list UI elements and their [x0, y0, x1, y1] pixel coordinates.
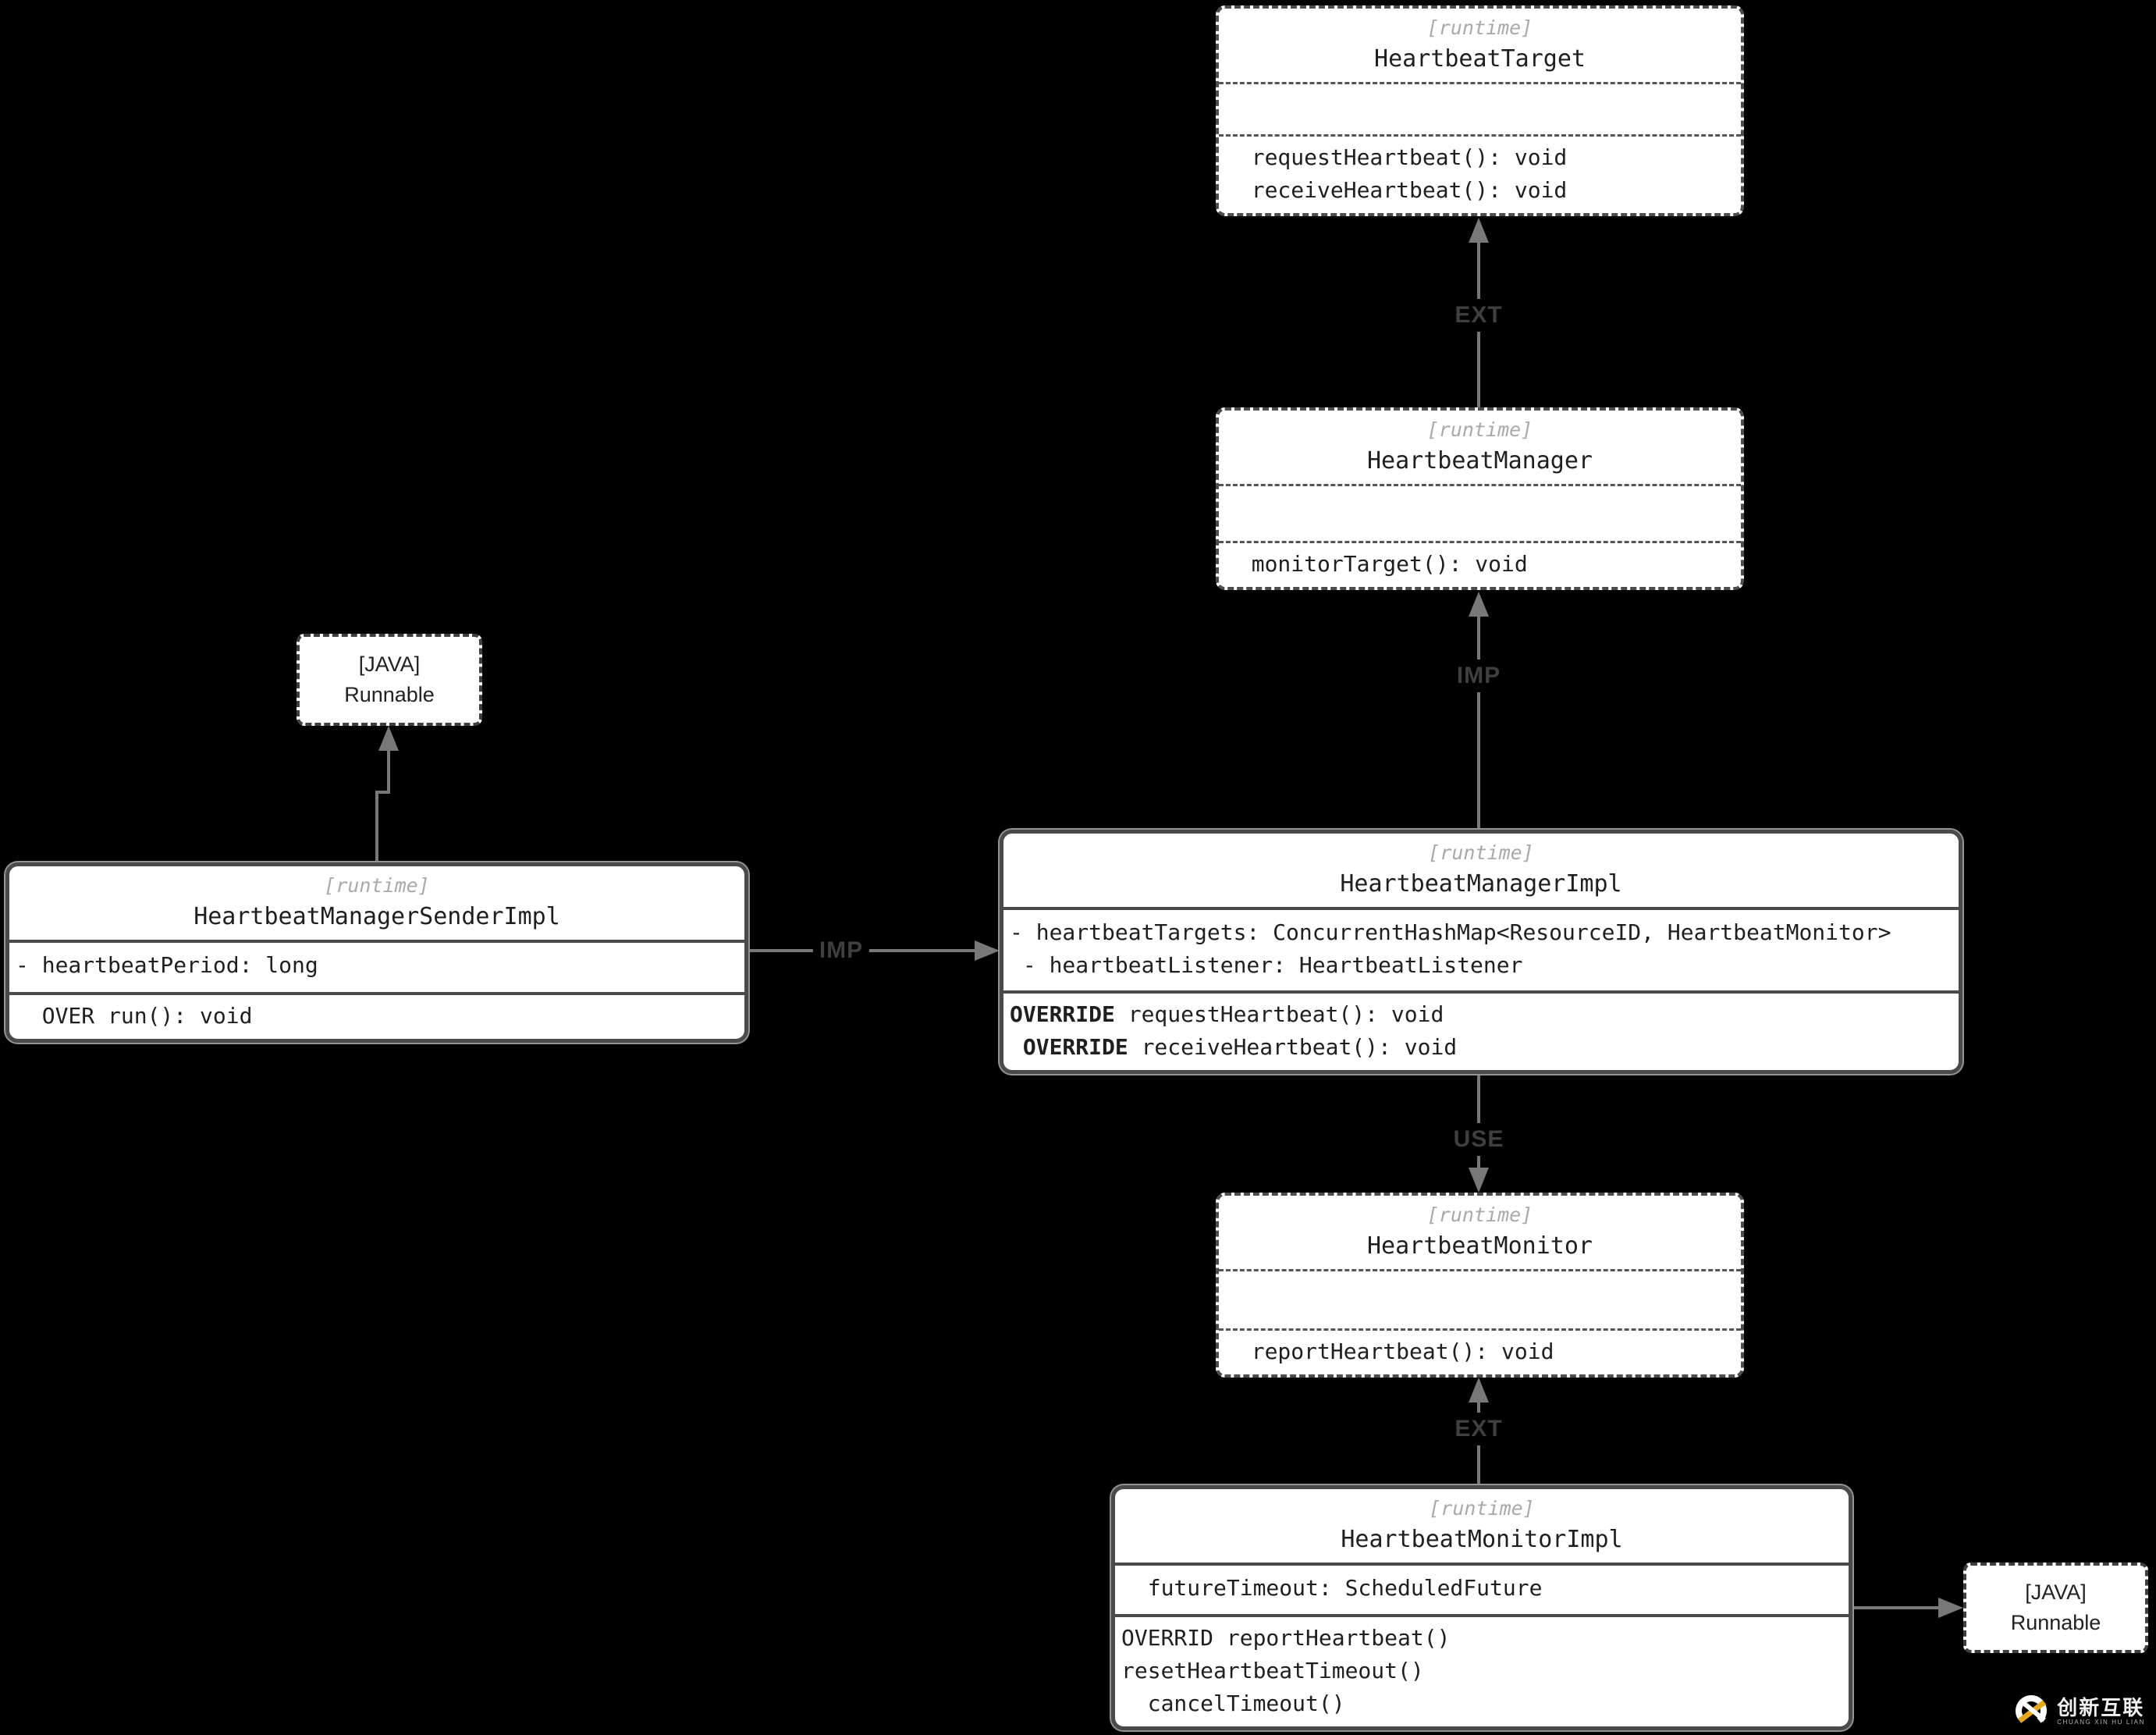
member-row: monitorTarget(): void — [1225, 551, 1528, 577]
member-row: cancelTimeout() — [1121, 1691, 1345, 1716]
java-box-runnable-bottom: [JAVA] Runnable — [1963, 1563, 2148, 1653]
java-box-line: [JAVA] — [358, 652, 421, 676]
class-box-heartbeat-manager-impl: [runtime] HeartbeatManagerImpl - heartbe… — [1000, 830, 1962, 1074]
java-box-line: [JAVA] — [2025, 1580, 2087, 1604]
class-stereotype: [runtime] — [1426, 16, 1533, 39]
class-methods-section: requestHeartbeat(): void receiveHeartbea… — [1219, 137, 1741, 213]
arrowhead-icon — [1938, 1598, 1963, 1618]
class-name: HeartbeatManager — [1367, 447, 1593, 475]
class-stereotype: [runtime] — [1426, 1203, 1533, 1226]
class-name: HeartbeatMonitorImpl — [1341, 1526, 1623, 1553]
member-row: OVERRIDE requestHeartbeat(): void — [1010, 1001, 1444, 1027]
arrowhead-icon — [1469, 218, 1489, 243]
member-row: OVERRID reportHeartbeat() — [1121, 1625, 1451, 1651]
class-stereotype: [runtime] — [324, 874, 430, 897]
class-attributes-section — [1219, 1269, 1741, 1331]
class-box-heartbeat-manager-sender-impl: [runtime] HeartbeatManagerSenderImpl - h… — [5, 862, 748, 1043]
java-box-runnable-top: [JAVA] Runnable — [297, 634, 482, 726]
edge-label-ext-manager-to-target: EXT — [1448, 299, 1509, 332]
class-methods-section: OVERRIDE requestHeartbeat(): void OVERRI… — [1003, 994, 1959, 1070]
class-attributes-section: - heartbeatTargets: ConcurrentHashMap<Re… — [1003, 907, 1959, 994]
class-box-heartbeat-target: [runtime] HeartbeatTarget requestHeartbe… — [1216, 5, 1744, 216]
class-name: HeartbeatTarget — [1374, 45, 1586, 73]
member-row: resetHeartbeatTimeout() — [1121, 1658, 1424, 1683]
watermark-text: 创新互联 CHUANG XIN HU LIAN — [2057, 1697, 2145, 1726]
edge-label-imp-sender-to-managerimpl: IMP — [812, 934, 870, 967]
member-row: reportHeartbeat(): void — [1225, 1339, 1554, 1364]
class-methods-section: reportHeartbeat(): void — [1219, 1331, 1741, 1374]
class-title-section: [runtime] HeartbeatMonitorImpl — [1115, 1489, 1849, 1563]
class-attributes-section — [1219, 484, 1741, 543]
class-name: HeartbeatManagerImpl — [1340, 870, 1622, 898]
edge-line-sender-to-runnable — [375, 751, 390, 862]
java-box-line: Runnable — [344, 683, 435, 706]
member-row: - heartbeatPeriod: long — [16, 952, 318, 978]
class-attributes-section: - heartbeatPeriod: long — [9, 940, 744, 995]
arrowhead-icon — [975, 940, 1000, 961]
class-attributes-section: futureTimeout: ScheduledFuture — [1115, 1563, 1849, 1617]
arrowhead-icon — [1469, 1168, 1489, 1193]
class-box-heartbeat-monitor-impl: [runtime] HeartbeatMonitorImpl futureTim… — [1111, 1485, 1852, 1730]
member-row: futureTimeout: ScheduledFuture — [1121, 1575, 1543, 1601]
class-name: HeartbeatManagerSenderImpl — [194, 903, 560, 930]
class-title-section: [runtime] HeartbeatManagerImpl — [1003, 834, 1959, 907]
edge-label-ext-monitorimpl-to-monitor: EXT — [1448, 1413, 1509, 1445]
member-row: OVERRIDE receiveHeartbeat(): void — [1022, 1034, 1458, 1060]
watermark-title: 创新互联 — [2057, 1695, 2145, 1719]
class-methods-section: monitorTarget(): void — [1219, 543, 1741, 587]
arrowhead-icon — [1469, 1378, 1489, 1403]
class-attributes-section — [1219, 82, 1741, 137]
edge-label-use-managerimpl-to-monitor: USE — [1447, 1123, 1511, 1156]
class-name: HeartbeatMonitor — [1367, 1232, 1593, 1260]
watermark: 创新互联 CHUANG XIN HU LIAN — [2013, 1693, 2145, 1729]
member-row: OVER run(): void — [16, 1003, 253, 1029]
arrowhead-icon — [1469, 592, 1489, 617]
class-title-section: [runtime] HeartbeatManager — [1219, 411, 1741, 484]
class-title-section: [runtime] HeartbeatTarget — [1219, 9, 1741, 82]
member-row: - heartbeatListener: HeartbeatListener — [1010, 952, 1523, 978]
class-box-heartbeat-manager: [runtime] HeartbeatManager monitorTarget… — [1216, 407, 1744, 590]
class-stereotype: [runtime] — [1426, 418, 1533, 441]
class-stereotype: [runtime] — [1429, 1497, 1535, 1520]
arrowhead-icon — [378, 726, 399, 751]
cx-logo-icon — [2016, 1695, 2048, 1726]
class-title-section: [runtime] HeartbeatMonitor — [1219, 1196, 1741, 1269]
class-title-section: [runtime] HeartbeatManagerSenderImpl — [9, 866, 744, 940]
edge-label-imp-managerimpl-to-manager: IMP — [1450, 660, 1508, 692]
class-methods-section: OVERRID reportHeartbeat() resetHeartbeatT… — [1115, 1617, 1849, 1726]
class-methods-section: OVER run(): void — [9, 995, 744, 1039]
member-row: - heartbeatTargets: ConcurrentHashMap<Re… — [1010, 919, 1891, 945]
class-stereotype: [runtime] — [1428, 841, 1534, 864]
member-row: receiveHeartbeat(): void — [1225, 177, 1568, 203]
class-box-heartbeat-monitor: [runtime] HeartbeatMonitor reportHeartbe… — [1216, 1193, 1744, 1378]
java-box-line: Runnable — [2010, 1611, 2101, 1634]
member-row: requestHeartbeat(): void — [1225, 144, 1568, 170]
watermark-subtitle: CHUANG XIN HU LIAN — [2057, 1718, 2145, 1726]
